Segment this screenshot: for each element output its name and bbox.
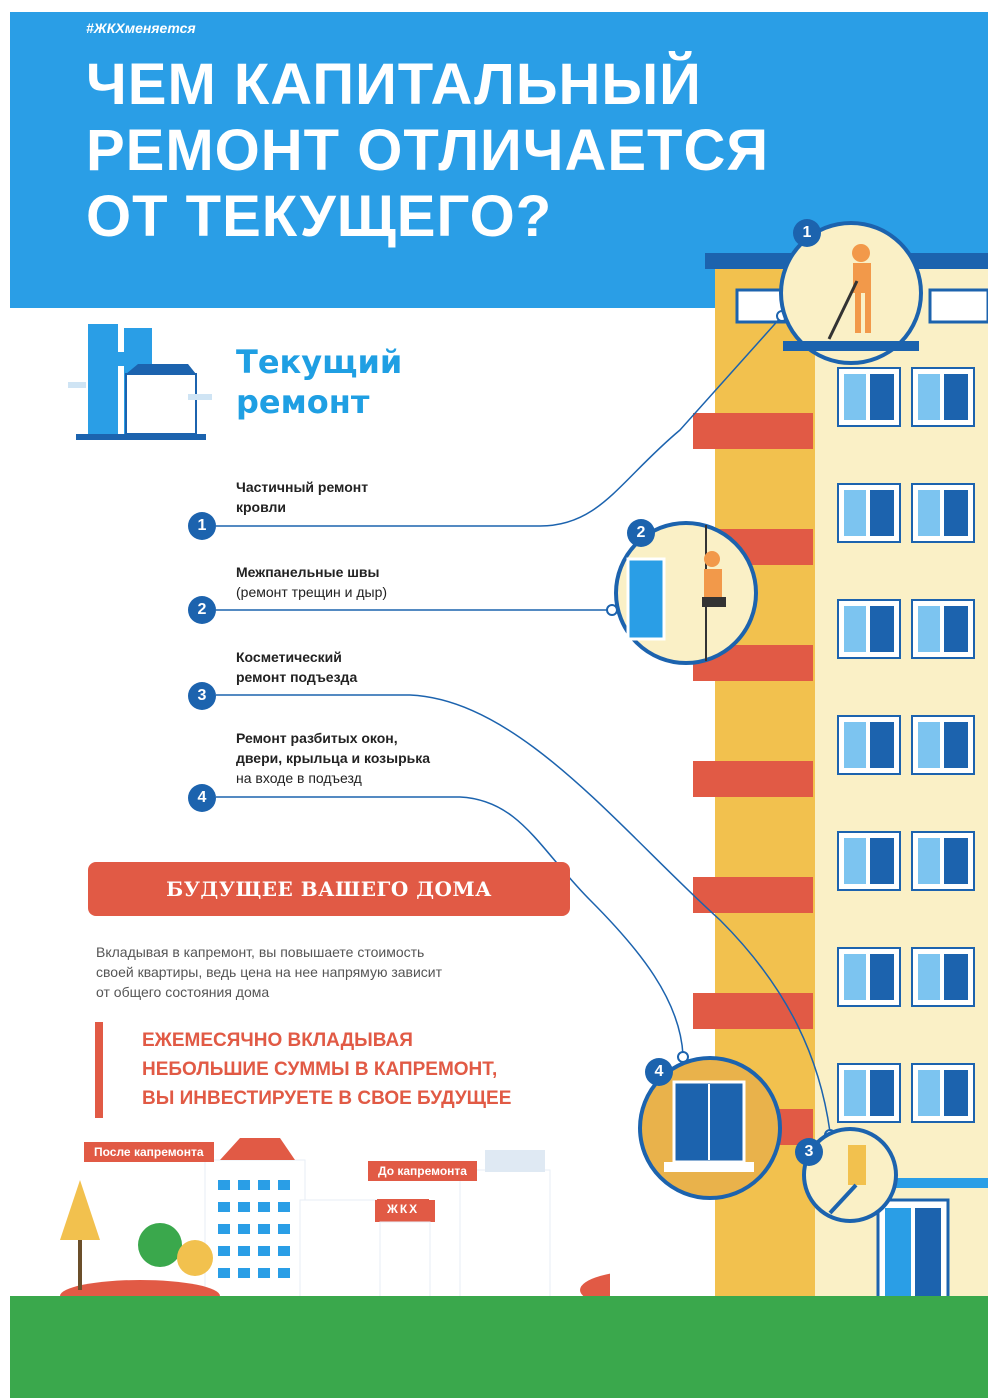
paragraph-line-3: от общего состояния дома [96, 984, 270, 1000]
highlight-quote: ЕЖЕМЕСЯЧНО ВКЛАДЫВАЯ НЕБОЛЬШИЕ СУММЫ В К… [142, 1026, 582, 1113]
item-3-title: Косметический ремонт подъезда [236, 649, 358, 685]
zhkh-sign: ЖКХ [377, 1199, 430, 1219]
ground [10, 1296, 988, 1398]
detail-circle-entrance [638, 1056, 782, 1200]
circle-number-4: 4 [645, 1058, 673, 1086]
item-4-note: на входе в подъезд [236, 770, 362, 786]
item-number-4: 4 [188, 784, 216, 812]
paragraph-line-1: Вкладывая в капремонт, вы повышаете стои… [96, 944, 425, 960]
window [218, 1268, 230, 1278]
detail-circle-hall [802, 1127, 898, 1223]
item-2-note: (ремонт трещин и дыр) [236, 584, 388, 600]
window [218, 1224, 230, 1234]
building-illustration [693, 253, 988, 1300]
window [278, 1202, 290, 1212]
detail-circle-walls [614, 521, 758, 665]
window [238, 1180, 250, 1190]
item-number-2: 2 [188, 596, 216, 624]
detail-circle-roof [779, 221, 923, 365]
window [218, 1202, 230, 1212]
page-title: ЧЕМ КАПИТАЛЬНЫЙ РЕМОНТ ОТЛИЧАЕТСЯ ОТ ТЕК… [86, 52, 846, 250]
item-4: Ремонт разбитых окон, двери, крыльца и к… [236, 728, 430, 788]
quote-line-3: ВЫ ИНВЕСТИРУЕТЕ В СВОЕ БУДУЩЕЕ [142, 1088, 512, 1109]
before-repair-tag: До капремонта [368, 1161, 477, 1181]
quote-line-2: НЕБОЛЬШИЕ СУММЫ В КАПРЕМОНТ, [142, 1059, 498, 1080]
balcony [693, 761, 813, 797]
section-title-line-2: ремонт [236, 383, 370, 421]
paragraph-line-2: своей квартиры, ведь цена на нее напряму… [96, 964, 443, 980]
title-line-1: ЧЕМ КАПИТАЛЬНЫЙ [86, 52, 702, 117]
window [278, 1246, 290, 1256]
window [278, 1268, 290, 1278]
balcony [693, 413, 813, 449]
window [238, 1202, 250, 1212]
circle-number-1: 1 [793, 219, 821, 247]
hashtag: #ЖКХменяется [86, 20, 196, 36]
title-line-3: ОТ ТЕКУЩЕГО? [86, 184, 553, 249]
window [258, 1180, 270, 1190]
item-number-1: 1 [188, 512, 216, 540]
item-3: Косметический ремонт подъезда [236, 647, 357, 687]
window [258, 1202, 270, 1212]
item-1-title: Частичный ремонт кровли [236, 479, 369, 515]
future-banner: БУДУЩЕЕ ВАШЕГО ДОМА [88, 862, 570, 916]
window [218, 1246, 230, 1256]
after-repair-tag: После капремонта [84, 1142, 214, 1162]
item-4-title: Ремонт разбитых окон, двери, крыльца и к… [236, 730, 431, 766]
section-title-line-1: Текущий [236, 343, 403, 381]
window [258, 1224, 270, 1234]
city-illustration [60, 1138, 610, 1300]
item-1: Частичный ремонт кровли [236, 477, 368, 517]
after-windows [218, 1180, 290, 1278]
balcony [693, 993, 813, 1029]
circle-number-3: 3 [795, 1138, 823, 1166]
item-number-3: 3 [188, 682, 216, 710]
quote-line-1: ЕЖЕМЕСЯЧНО ВКЛАДЫВАЯ [142, 1030, 413, 1051]
building-icon [68, 324, 212, 440]
window [278, 1224, 290, 1234]
window [238, 1224, 250, 1234]
investment-paragraph: Вкладывая в капремонт, вы повышаете стои… [96, 942, 496, 1002]
window [218, 1180, 230, 1190]
window [258, 1268, 270, 1278]
quote-bar [95, 1022, 103, 1118]
section-title: Текущий ремонт [236, 342, 402, 422]
item-2-title: Межпанельные швы [236, 564, 380, 580]
window [258, 1246, 270, 1256]
title-line-2: РЕМОНТ ОТЛИЧАЕТСЯ [86, 118, 770, 183]
window [238, 1268, 250, 1278]
window [238, 1246, 250, 1256]
windows [837, 367, 975, 1123]
item-2: Межпанельные швы (ремонт трещин и дыр) [236, 562, 387, 602]
balcony [693, 877, 813, 913]
circle-number-2: 2 [627, 519, 655, 547]
window [278, 1180, 290, 1190]
